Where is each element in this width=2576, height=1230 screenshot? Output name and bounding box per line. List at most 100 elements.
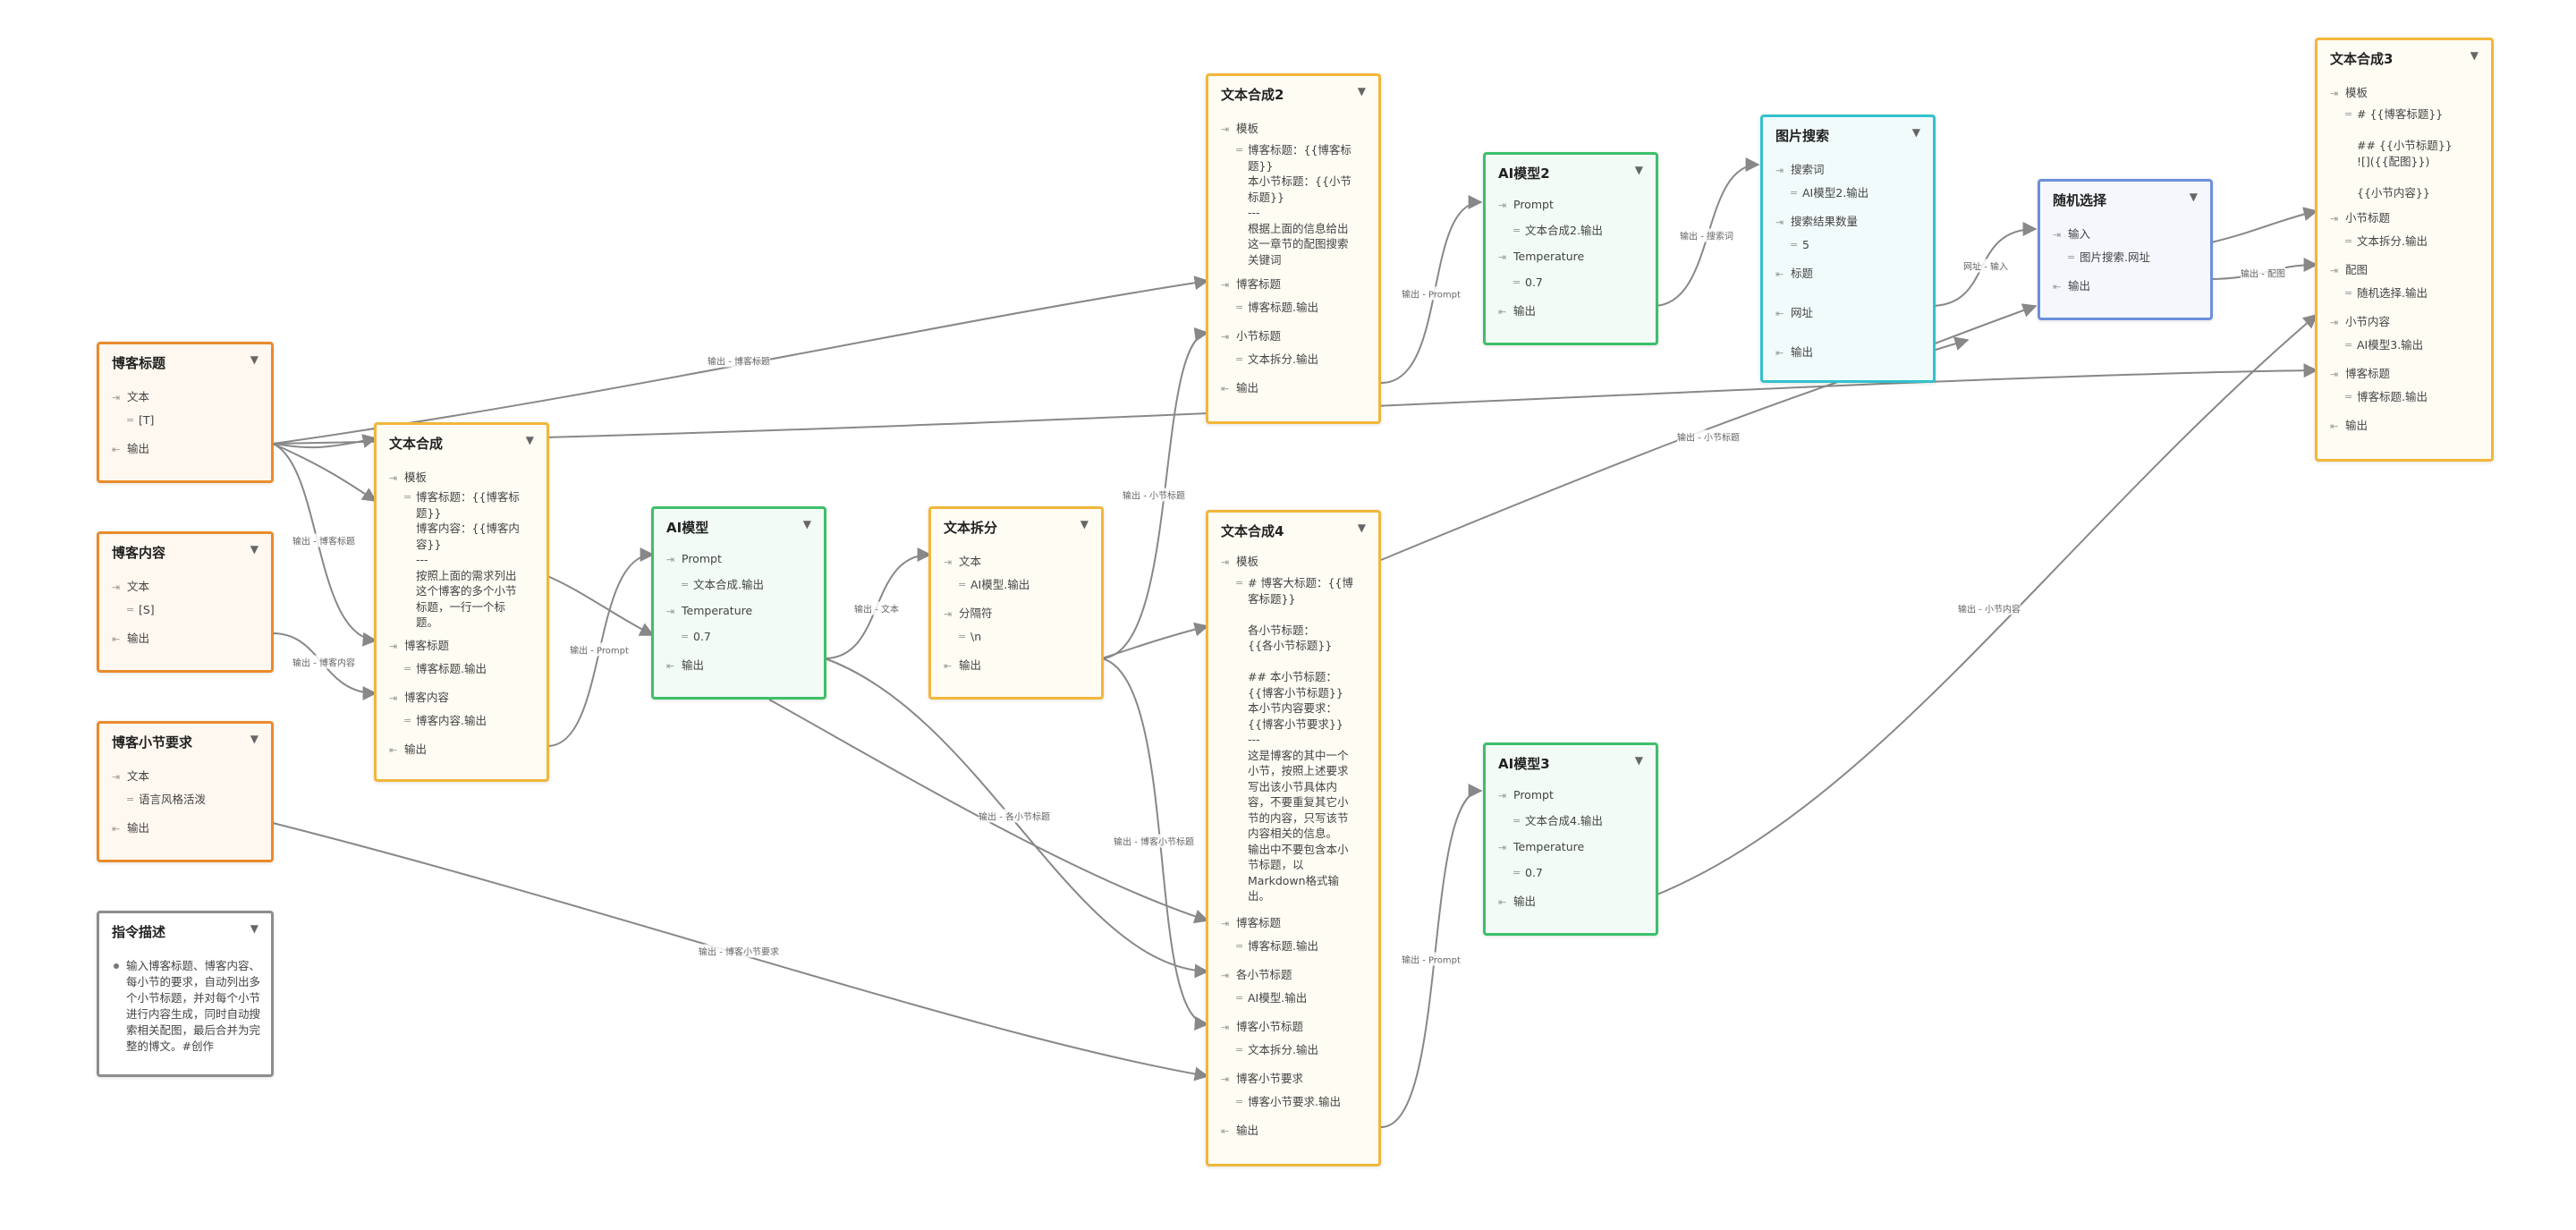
port-value: =0.7 [1513,866,1543,879]
output-port[interactable]: ⇤网址 [1775,306,1814,319]
input-port[interactable]: ⇥配图 [2330,263,2368,276]
caret-down-icon[interactable]: ▼ [250,353,258,366]
caret-down-icon[interactable]: ▼ [1357,85,1366,98]
node-ai-model-3[interactable]: AI模型3 ▼ ⇥Prompt =文本合成4.输出 ⇥Temperature =… [1483,742,1658,936]
node-ai-model[interactable]: AI模型 ▼ ⇥Prompt =文本合成.输出 ⇥Temperature =0.… [651,506,826,700]
equals-icon: = [403,715,412,726]
input-port[interactable]: ⇥博客小节标题 [1221,1020,1304,1033]
port-in-icon: ⇥ [1221,556,1230,568]
port-value: =博客标题.输出 [403,662,487,675]
input-port[interactable]: ⇥Temperature [1498,250,1585,263]
input-port[interactable]: ⇥搜索词 [1775,163,1825,176]
port-value: =博客标题：{{博客标题}} 本小节标题：{{小节标题}} --- 根据上面的信… [1235,143,1352,267]
caret-down-icon[interactable]: ▼ [2470,49,2479,62]
output-port[interactable]: ⇤输出 [112,442,150,455]
edge-label: 输出 - Prompt [1402,952,1461,966]
node-blog-content[interactable]: 博客内容 ▼ ⇥文本 =[S] ⇤输出 [97,531,274,673]
input-port[interactable]: ⇥博客小节要求 [1221,1072,1304,1085]
port-in-icon: ⇥ [944,556,953,568]
port-value: =\n [958,630,982,643]
edge-title-concat1-template [272,443,377,502]
input-port[interactable]: ⇥博客内容 [389,691,450,704]
caret-down-icon[interactable]: ▼ [1080,518,1089,530]
caret-down-icon[interactable]: ▼ [525,434,534,446]
output-port[interactable]: ⇤输出 [1221,381,1259,394]
input-port[interactable]: ⇥模板 [389,471,428,484]
output-port[interactable]: ⇤输出 [1775,345,1814,359]
output-port[interactable]: ⇤标题 [1775,267,1814,280]
equals-icon: = [1235,992,1244,1004]
input-port[interactable]: ⇥Prompt [1498,198,1554,211]
port-in-icon: ⇥ [112,392,121,403]
port-in-icon: ⇥ [389,692,398,704]
port-value: =语言风格活泼 [126,793,207,806]
edge-label: 输出 - Prompt [1402,286,1461,301]
output-port[interactable]: ⇤输出 [666,658,705,672]
port-in-icon: ⇥ [2330,317,2339,328]
caret-down-icon[interactable]: ▼ [802,518,811,530]
output-port[interactable]: ⇤输出 [1221,1124,1259,1137]
node-text-concat-2[interactable]: 文本合成2 ▼ ⇥模板 =博客标题：{{博客标题}} 本小节标题：{{小节标题}… [1206,73,1381,424]
node-title: 博客标题 [112,355,166,371]
port-in-icon: ⇥ [112,771,121,783]
instruction-text: 输入博客标题、博客内容、每小节的要求，自动列出多个小节标题，并对每个小节进行内容… [114,958,260,1055]
caret-down-icon[interactable]: ▼ [1634,754,1643,767]
input-port[interactable]: ⇥分隔符 [944,607,993,620]
input-port[interactable]: ⇥Temperature [1498,840,1585,853]
port-in-icon: ⇥ [1498,790,1507,802]
caret-down-icon[interactable]: ▼ [1634,164,1643,176]
node-instruction[interactable]: 指令描述 ▼ 输入博客标题、博客内容、每小节的要求，自动列出多个小节标题，并对每… [97,911,274,1077]
input-port[interactable]: ⇥文本 [112,580,150,593]
node-text-concat[interactable]: 文本合成 ▼ ⇥模板 =博客标题：{{博客标题}} 博客内容：{{博客内容}} … [374,422,549,782]
output-port[interactable]: ⇤输出 [944,658,982,672]
node-text-concat-3[interactable]: 文本合成3 ▼ ⇥模板 =# {{博客标题}} ## {{小节标题}} ![](… [2315,38,2494,462]
input-port[interactable]: ⇥文本 [112,390,150,403]
caret-down-icon[interactable]: ▼ [1357,522,1366,534]
output-port[interactable]: ⇤输出 [1498,895,1537,908]
caret-down-icon[interactable]: ▼ [250,733,258,745]
output-port[interactable]: ⇤输出 [2053,279,2091,293]
node-image-search[interactable]: 图片搜索 ▼ ⇥搜索词 =AI模型2.输出 ⇥搜索结果数量 =5 ⇤标题 ⇤网址… [1760,115,1936,383]
input-port[interactable]: ⇥Prompt [666,552,722,565]
equals-icon: = [1235,940,1244,952]
input-port[interactable]: ⇥博客标题 [1221,916,1282,929]
input-port[interactable]: ⇥文本 [944,555,982,568]
equals-icon: = [1513,815,1521,827]
input-port[interactable]: ⇥各小节标题 [1221,968,1292,981]
output-port[interactable]: ⇤输出 [389,742,428,756]
edge-imgsearch-random2 [1929,303,2038,346]
input-port[interactable]: ⇥模板 [2330,86,2368,99]
node-text-split[interactable]: 文本拆分 ▼ ⇥文本 =AI模型.输出 ⇥分隔符 =\n ⇤输出 [928,506,1104,700]
caret-down-icon[interactable]: ▼ [1911,126,1920,139]
equals-icon: = [2344,108,2353,120]
input-port[interactable]: ⇥博客标题 [389,639,450,652]
input-port[interactable]: ⇥小节标题 [2330,211,2391,225]
node-random-select[interactable]: 随机选择 ▼ ⇥输入 =图片搜索.网址 ⇤输出 [2038,179,2213,320]
node-text-concat-4[interactable]: 文本合成4 ▼ ⇥模板 =# 博客大标题：{{博客标题}} 各小节标题： {{各… [1206,510,1381,1166]
output-port[interactable]: ⇤输出 [2330,419,2368,432]
caret-down-icon[interactable]: ▼ [250,543,258,556]
node-ai-model-2[interactable]: AI模型2 ▼ ⇥Prompt =文本合成2.输出 ⇥Temperature =… [1483,152,1658,345]
input-port[interactable]: ⇥模板 [1221,555,1259,568]
input-port[interactable]: ⇥小节标题 [1221,329,1282,343]
caret-down-icon[interactable]: ▼ [2189,191,2198,203]
node-blog-requirement[interactable]: 博客小节要求 ▼ ⇥文本 =语言风格活泼 ⇤输出 [97,721,274,862]
output-port[interactable]: ⇤输出 [112,632,150,645]
output-port[interactable]: ⇤输出 [112,821,150,835]
input-port[interactable]: ⇥文本 [112,769,150,783]
input-port[interactable]: ⇥博客标题 [2330,367,2391,380]
input-port[interactable]: ⇥博客标题 [1221,277,1282,291]
input-port[interactable]: ⇥搜索结果数量 [1775,215,1859,228]
node-blog-title[interactable]: 博客标题 ▼ ⇥文本 =[T] ⇤输出 [97,342,274,483]
input-port[interactable]: ⇥小节内容 [2330,315,2391,328]
input-port[interactable]: ⇥模板 [1221,122,1259,135]
input-port[interactable]: ⇥输入 [2053,227,2091,241]
node-title: 文本拆分 [944,520,998,536]
input-port[interactable]: ⇥Temperature [666,604,753,617]
port-in-icon: ⇥ [666,606,675,617]
output-port[interactable]: ⇤输出 [1498,304,1537,318]
equals-icon: = [681,579,690,590]
input-port[interactable]: ⇥Prompt [1498,788,1554,802]
caret-down-icon[interactable]: ▼ [250,922,258,935]
port-in-icon: ⇥ [1221,918,1230,929]
